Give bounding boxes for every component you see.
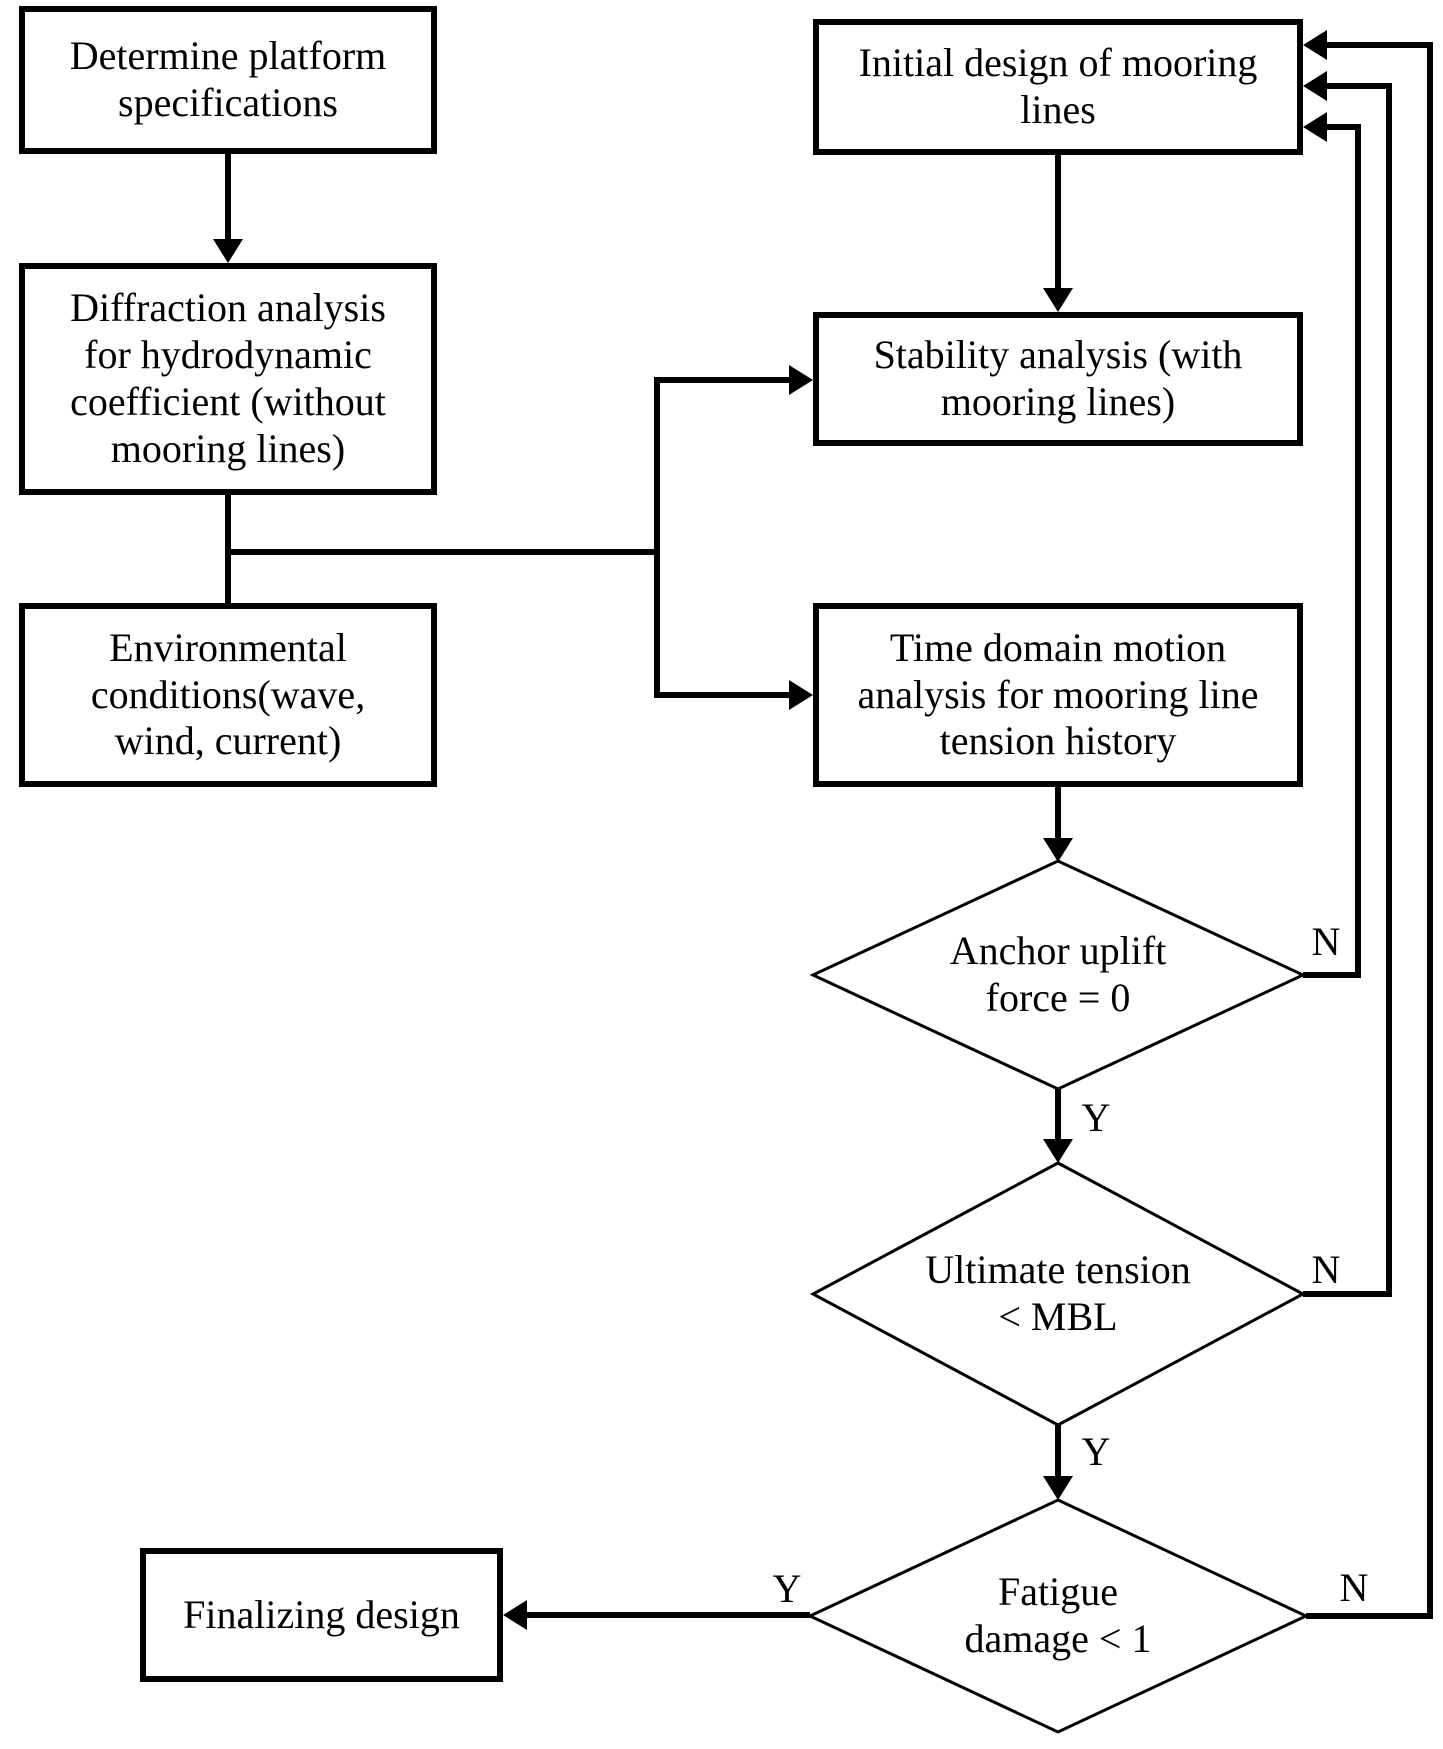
process-label-environmental-conditions: Environmental conditions(wave, wind, cur… xyxy=(90,624,366,764)
arrowhead-left-finalizing xyxy=(503,1600,527,1630)
decision-diamond-anchor-uplift xyxy=(809,859,1307,1091)
feedback-ultimate-tension-no xyxy=(1303,83,1392,1297)
decision-diamond-ultimate-tension xyxy=(809,1161,1307,1427)
branch-label-no-fatigue-damage: N xyxy=(1339,1565,1369,1610)
process-box-finalizing-design: Finalizing design xyxy=(140,1548,503,1682)
arrowhead-down-diffraction xyxy=(213,239,243,263)
arrowhead-left-feedback-fatigue xyxy=(1303,30,1327,60)
arrowhead-right-time-domain xyxy=(789,680,813,710)
branch-label-yes-ultimate-tension: Y xyxy=(1081,1429,1111,1474)
process-label-initial-design: Initial design of mooring lines xyxy=(858,40,1258,132)
arrowhead-down-fatigue-damage xyxy=(1043,1476,1073,1500)
decision-diamond-fatigue-damage xyxy=(806,1498,1310,1734)
branch-label-no-ultimate-tension: N xyxy=(1311,1247,1341,1292)
arrowhead-right-stability xyxy=(789,365,813,395)
process-box-stability-analysis: Stability analysis (with mooring lines) xyxy=(813,312,1303,446)
process-label-diffraction-analysis: Diffraction analysis for hydrodynamic co… xyxy=(70,285,386,471)
branch-label-yes-fatigue-damage: Y xyxy=(772,1566,802,1611)
arrowhead-down-stability xyxy=(1043,288,1073,312)
arrowhead-down-ultimate-tension xyxy=(1043,1139,1073,1163)
arrowhead-left-feedback-tension xyxy=(1303,71,1327,101)
process-label-determine-platform: Determine platform specifications xyxy=(69,33,387,125)
process-box-initial-design: Initial design of mooring lines xyxy=(813,19,1303,155)
process-box-environmental-conditions: Environmental conditions(wave, wind, cur… xyxy=(19,603,437,787)
feedback-fatigue-damage-no xyxy=(1306,42,1433,1619)
feedback-anchor-uplift-no xyxy=(1303,124,1361,978)
branch-label-no-anchor-uplift: N xyxy=(1311,919,1341,964)
arrowhead-left-feedback-anchor xyxy=(1303,112,1327,142)
process-box-determine-platform: Determine platform specifications xyxy=(19,6,437,154)
process-box-time-domain-analysis: Time domain motion analysis for mooring … xyxy=(813,603,1303,787)
process-label-stability-analysis: Stability analysis (with mooring lines) xyxy=(873,332,1243,424)
branch-label-yes-anchor-uplift: Y xyxy=(1081,1095,1111,1140)
process-label-finalizing-design: Finalizing design xyxy=(183,1591,460,1637)
process-box-diffraction-analysis: Diffraction analysis for hydrodynamic co… xyxy=(19,263,437,495)
arrowhead-down-anchor-uplift xyxy=(1043,838,1073,862)
process-label-time-domain-analysis: Time domain motion analysis for mooring … xyxy=(857,624,1259,764)
